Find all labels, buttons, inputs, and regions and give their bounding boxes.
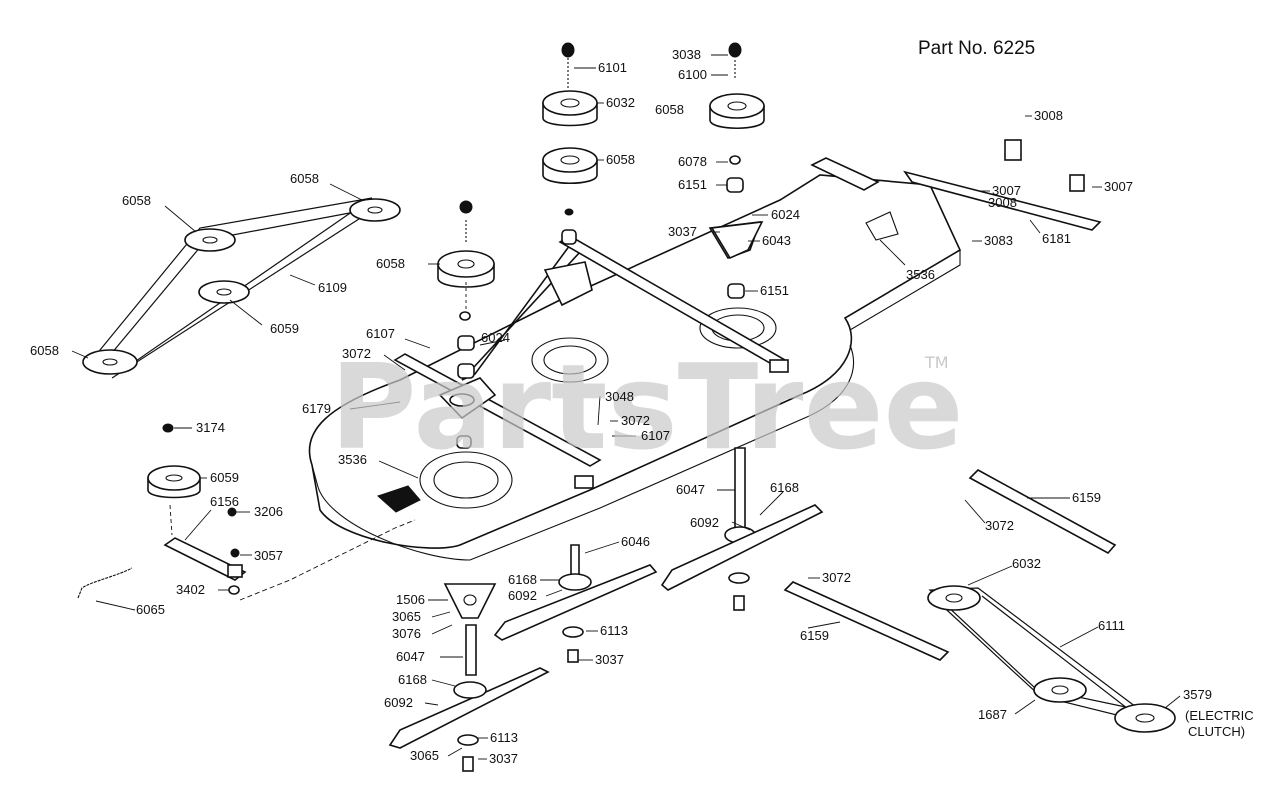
label-electric: (ELECTRIC	[1185, 708, 1254, 723]
label-6151-bottom: 6151	[760, 283, 789, 298]
label-6047-right: 6047	[676, 482, 705, 497]
label-6107-center: 6107	[641, 428, 670, 443]
label-6159-top: 6159	[1072, 490, 1101, 505]
right-pulley-stack	[709, 42, 765, 299]
label-1506: 1506	[396, 592, 425, 607]
leader-lines	[71, 54, 1181, 760]
label-3057: 3057	[254, 548, 283, 563]
label-6058-belt-bottom: 6058	[30, 343, 59, 358]
part-number-title: Part No. 6225	[918, 38, 1035, 59]
label-6058-left-stack: 6058	[376, 256, 405, 271]
label-6059-idler: 6059	[210, 470, 239, 485]
label-3065-upper: 3065	[392, 609, 421, 624]
label-3065-lower: 3065	[410, 748, 439, 763]
label-3536-right: 3536	[906, 267, 935, 282]
label-3536-left: 3536	[338, 452, 367, 467]
label-3037-left: 3037	[489, 751, 518, 766]
label-6059-belt: 6059	[270, 321, 299, 336]
label-3083: 3083	[984, 233, 1013, 248]
label-6151-top: 6151	[678, 177, 707, 192]
label-6168-left: 6168	[398, 672, 427, 687]
part-labels: 3038 6100 6101 6032 6058 6058 6078 6151 …	[30, 47, 1254, 766]
label-6159-bottom: 6159	[800, 628, 829, 643]
label-6113-left: 6113	[490, 730, 518, 745]
label-6058-right: 6058	[655, 102, 684, 117]
center-spindle-blade	[493, 544, 658, 663]
label-6092-center: 6092	[508, 588, 537, 603]
label-6101: 6101	[598, 60, 627, 75]
label-3008-lower: 3008	[988, 195, 1017, 210]
center-pulley-stack	[542, 42, 598, 245]
label-3174: 3174	[196, 420, 225, 435]
left-pulley-stack	[437, 200, 495, 449]
label-6046: 6046	[621, 534, 650, 549]
label-6078: 6078	[678, 154, 707, 169]
label-3072-bottom: 3072	[822, 570, 851, 585]
label-3072-left: 3072	[342, 346, 371, 361]
label-6065: 6065	[136, 602, 165, 617]
label-6107-left: 6107	[366, 326, 395, 341]
label-6113-center: 6113	[600, 623, 628, 638]
label-3007-right: 3007	[1104, 179, 1133, 194]
label-6024-left: 6024	[481, 330, 510, 345]
label-6109: 6109	[318, 280, 347, 295]
right-brackets	[903, 139, 1102, 231]
label-6032-clutch: 6032	[1012, 556, 1041, 571]
label-6092-right: 6092	[690, 515, 719, 530]
label-6100: 6100	[678, 67, 707, 82]
label-6179: 6179	[302, 401, 331, 416]
label-clutch: CLUTCH)	[1188, 724, 1245, 739]
upper-left-belt-assembly	[82, 197, 401, 379]
label-3072-right: 3072	[985, 518, 1014, 533]
label-3402: 3402	[176, 582, 205, 597]
label-3037-top: 3037	[668, 224, 697, 239]
label-3038: 3038	[672, 47, 701, 62]
label-6181: 6181	[1042, 231, 1071, 246]
trademark-mark: TM	[924, 353, 949, 372]
label-6032-top: 6032	[606, 95, 635, 110]
clutch-belt-assembly	[927, 585, 1176, 733]
label-6058-center: 6058	[606, 152, 635, 167]
label-3007-left: 3007	[992, 183, 1021, 198]
label-3008-top: 3008	[1034, 108, 1063, 123]
label-6156: 6156	[210, 494, 239, 509]
label-6047-left: 6047	[396, 649, 425, 664]
label-6058-belt-top: 6058	[290, 171, 319, 186]
label-6111: 6111	[1098, 618, 1125, 633]
label-6043: 6043	[762, 233, 791, 248]
watermark: PartsTree	[330, 338, 964, 476]
label-6168-center: 6168	[508, 572, 537, 587]
label-3048: 3048	[605, 389, 634, 404]
label-6092-left: 6092	[384, 695, 413, 710]
right-spindle-blade	[660, 447, 824, 611]
label-1687: 1687	[978, 707, 1007, 722]
left-spindle-blade	[388, 583, 550, 772]
label-3206: 3206	[254, 504, 283, 519]
label-6168-right: 6168	[770, 480, 799, 495]
label-3076: 3076	[392, 626, 421, 641]
label-3579: 3579	[1183, 687, 1212, 702]
label-6024-right: 6024	[771, 207, 800, 222]
label-3037-center: 3037	[595, 652, 624, 667]
idler-arm-assembly	[77, 423, 247, 599]
label-6058-belt-left: 6058	[122, 193, 151, 208]
label-3072-center: 3072	[621, 413, 650, 428]
rods-6159	[783, 469, 1117, 661]
